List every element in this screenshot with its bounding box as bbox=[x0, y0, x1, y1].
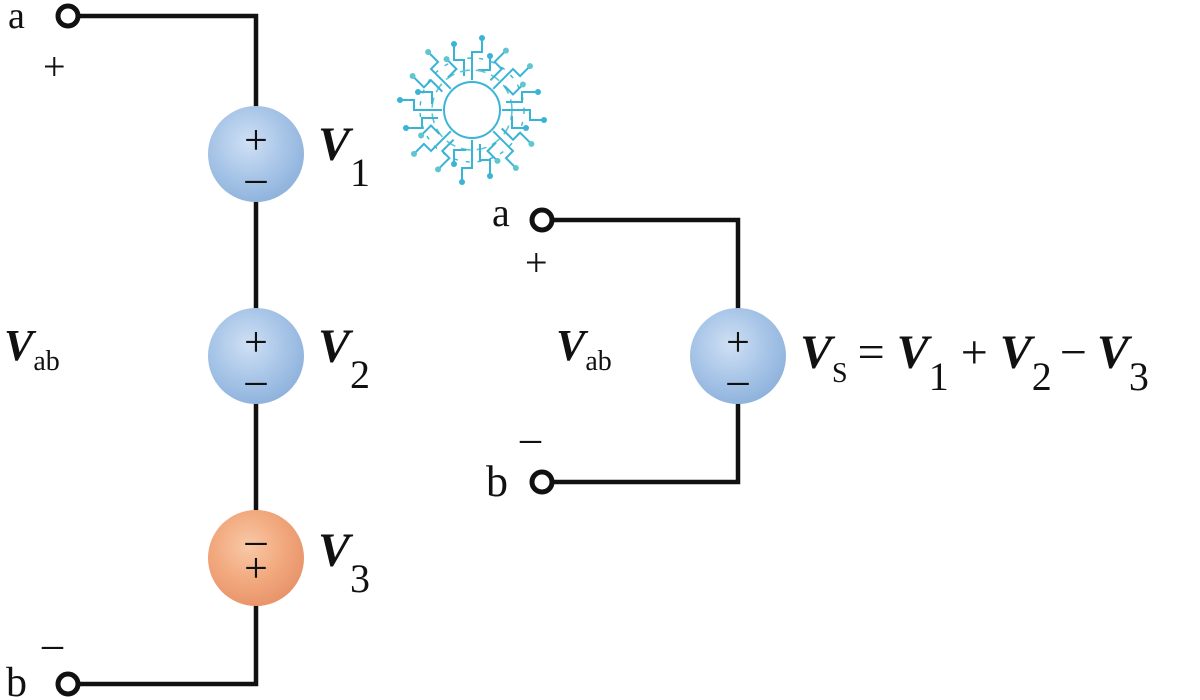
left-terminal-a[interactable] bbox=[55, 3, 81, 29]
left-terminal-b[interactable] bbox=[55, 671, 81, 697]
right-wire-top bbox=[549, 217, 741, 313]
source-v3-circle bbox=[208, 510, 304, 606]
source-v2-top-sign: + bbox=[244, 320, 268, 366]
source-v2: + – V2 bbox=[208, 308, 370, 404]
source-v1-label: V1 bbox=[318, 118, 370, 195]
source-v2-label: V2 bbox=[318, 320, 370, 397]
source-v2-circle bbox=[208, 308, 304, 404]
right-terminal-b[interactable] bbox=[529, 469, 555, 495]
eq-t3: V bbox=[1097, 326, 1133, 379]
eq-t1-sub: 1 bbox=[929, 354, 949, 399]
source-v1-bottom-sign: – bbox=[245, 156, 268, 202]
left-terminal-plus: + bbox=[43, 44, 66, 89]
source-v3-label: V3 bbox=[318, 524, 370, 601]
eq-op1: + bbox=[961, 326, 988, 379]
source-vs-circle bbox=[690, 308, 786, 404]
source-v1-top-sign: + bbox=[244, 118, 268, 164]
left-vab-label: Vab bbox=[4, 321, 60, 377]
source-v1-circle bbox=[208, 106, 304, 202]
source-vs-bottom-sign: – bbox=[727, 358, 750, 404]
left-circuit: a + b – Vab + – V1 + – V2 – bbox=[4, 0, 370, 700]
right-vab-main: V bbox=[556, 321, 589, 370]
right-terminal-minus: – bbox=[519, 416, 542, 462]
source-vs-top-sign: + bbox=[726, 320, 750, 366]
eq-t3-sub: 3 bbox=[1129, 354, 1149, 399]
eq-t2-sub: 2 bbox=[1032, 354, 1052, 399]
equation: VS=V1+V2−V3 bbox=[800, 326, 1149, 399]
right-wire-bottom bbox=[549, 399, 741, 485]
eq-lhs: V bbox=[800, 326, 836, 379]
circuit-ring-logo-icon bbox=[397, 35, 547, 185]
source-v3-top-sign: – bbox=[245, 518, 268, 564]
right-circuit: a + b – Vab + – VS=V1+V2−V3 bbox=[486, 190, 1149, 506]
left-vab-sub: ab bbox=[33, 346, 59, 377]
right-terminal-plus: + bbox=[525, 240, 548, 285]
source-v3-bottom-sign: + bbox=[244, 546, 268, 592]
left-terminal-minus: – bbox=[41, 622, 64, 668]
source-v2-bottom-sign: – bbox=[245, 358, 268, 404]
eq-t2: V bbox=[1000, 326, 1036, 379]
left-wire-top bbox=[75, 13, 259, 111]
source-vs: + – bbox=[690, 308, 786, 404]
left-vab-main: V bbox=[4, 321, 37, 370]
left-terminal-b-label: b bbox=[6, 660, 27, 700]
right-vab-label: Vab bbox=[556, 321, 612, 377]
left-wire-bottom bbox=[75, 601, 259, 687]
source-v3: – + V3 bbox=[208, 510, 370, 606]
eq-lhs-sub: S bbox=[832, 358, 848, 389]
right-terminal-b-label: b bbox=[486, 457, 508, 506]
eq-equals: = bbox=[858, 326, 885, 379]
eq-t1: V bbox=[897, 326, 933, 379]
right-terminal-a-label: a bbox=[492, 190, 510, 235]
source-v1: + – V1 bbox=[208, 106, 370, 202]
left-terminal-a-label: a bbox=[8, 0, 25, 37]
right-terminal-a[interactable] bbox=[529, 207, 555, 233]
eq-op2: − bbox=[1060, 326, 1087, 379]
right-vab-sub: ab bbox=[585, 346, 611, 377]
